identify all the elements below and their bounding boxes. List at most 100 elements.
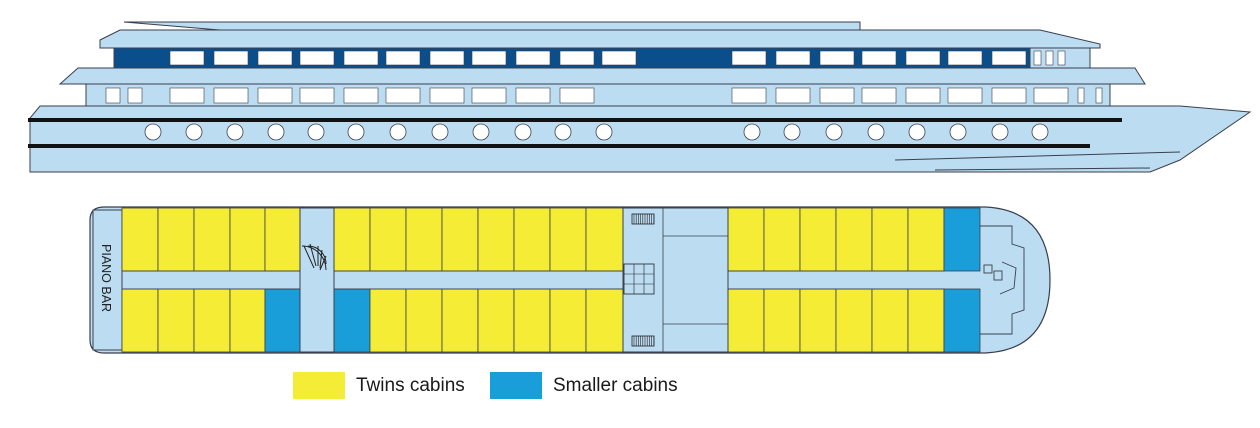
deck-plan: PIANO BAR xyxy=(89,206,1051,354)
twins-cabin xyxy=(907,207,945,272)
porthole xyxy=(595,123,613,141)
legend-smaller: Smaller cabins xyxy=(490,372,678,399)
porthole xyxy=(1031,123,1049,141)
twins-cabin xyxy=(549,207,587,272)
upper-window xyxy=(601,50,637,66)
twins-cabin xyxy=(477,207,515,272)
upper-window-small xyxy=(1057,50,1066,66)
twins-cabin xyxy=(229,207,266,272)
mid-window xyxy=(105,87,121,104)
twins-cabin xyxy=(585,207,624,272)
porthole xyxy=(514,123,532,141)
hull-portholes xyxy=(144,123,1049,141)
mid-window xyxy=(991,87,1027,104)
smaller-cabin xyxy=(943,207,981,272)
porthole xyxy=(431,123,449,141)
upper-window xyxy=(299,50,335,66)
twins-cabin xyxy=(513,288,551,353)
mid-window xyxy=(257,87,293,104)
bow-line xyxy=(894,151,1181,161)
twins-cabin xyxy=(264,207,301,272)
mid-window xyxy=(169,87,205,104)
twins-cabin xyxy=(799,207,837,272)
twins-cabin xyxy=(763,288,801,353)
smaller-label: Smaller cabins xyxy=(553,374,678,396)
upper-window xyxy=(385,50,421,66)
mid-window xyxy=(471,87,507,104)
twins-cabin xyxy=(763,207,801,272)
porthole xyxy=(144,123,162,141)
bow-area xyxy=(980,225,1025,335)
mid-window xyxy=(775,87,811,104)
twins-cabin xyxy=(121,207,159,272)
twins-cabin xyxy=(441,288,479,353)
porthole xyxy=(825,123,843,141)
spiral-staircase-icon xyxy=(301,243,327,271)
mid-window xyxy=(343,87,379,104)
porthole xyxy=(554,123,572,141)
porthole xyxy=(389,123,407,141)
stairs-top-icon xyxy=(631,213,655,225)
twins-label: Twins cabins xyxy=(356,374,465,396)
mid-window xyxy=(559,87,595,104)
stairwell-left xyxy=(299,207,335,353)
lobby xyxy=(622,207,729,353)
twins-cabin xyxy=(549,288,587,353)
twins-cabin xyxy=(727,207,765,272)
porthole xyxy=(783,123,801,141)
twins-cabin xyxy=(369,288,407,353)
mid-window xyxy=(905,87,941,104)
porthole xyxy=(991,123,1009,141)
twins-cabin xyxy=(157,207,195,272)
elevator-grid-icon xyxy=(623,263,655,295)
twins-cabin xyxy=(871,207,909,272)
smaller-swatch xyxy=(490,372,542,399)
top-canopy xyxy=(99,29,1101,49)
twins-cabin xyxy=(835,207,873,272)
smaller-cabin xyxy=(264,288,301,353)
twins-cabin xyxy=(513,207,551,272)
upper-window xyxy=(905,50,941,66)
twins-cabin xyxy=(405,207,443,272)
upper-window xyxy=(471,50,507,66)
twins-cabin xyxy=(405,288,443,353)
legend-twins: Twins cabins xyxy=(293,372,465,399)
bow-line-2 xyxy=(934,167,1151,171)
mid-window xyxy=(299,87,335,104)
sun-deck-roof xyxy=(123,21,861,31)
mid-window xyxy=(861,87,897,104)
upper-window xyxy=(515,50,551,66)
cabins xyxy=(121,207,981,353)
upper-window-small xyxy=(1045,50,1054,66)
upper-window xyxy=(731,50,767,66)
upper-window xyxy=(343,50,379,66)
upper-window xyxy=(429,50,465,66)
twins-cabin xyxy=(585,288,624,353)
piano-bar-area xyxy=(92,209,123,351)
twins-cabin xyxy=(229,288,266,353)
stairs-bottom-icon xyxy=(631,335,655,347)
twins-cabin xyxy=(907,288,945,353)
mid-window-small xyxy=(1095,87,1103,104)
upper-window-small xyxy=(1033,50,1042,66)
upper-deck-windows xyxy=(169,50,1066,66)
porthole xyxy=(743,123,761,141)
porthole xyxy=(908,123,926,141)
upper-window xyxy=(775,50,811,66)
mid-deck-windows xyxy=(105,87,1103,104)
porthole xyxy=(307,123,325,141)
twins-cabin xyxy=(727,288,765,353)
mid-window xyxy=(731,87,767,104)
porthole xyxy=(949,123,967,141)
mid-window xyxy=(947,87,983,104)
mid-window xyxy=(385,87,421,104)
porthole xyxy=(185,123,203,141)
mid-window xyxy=(1033,87,1069,104)
twins-cabin xyxy=(835,288,873,353)
twins-swatch xyxy=(293,372,345,399)
upper-window xyxy=(169,50,205,66)
upper-window xyxy=(213,50,249,66)
smaller-cabin xyxy=(943,288,981,353)
twins-cabin xyxy=(799,288,837,353)
